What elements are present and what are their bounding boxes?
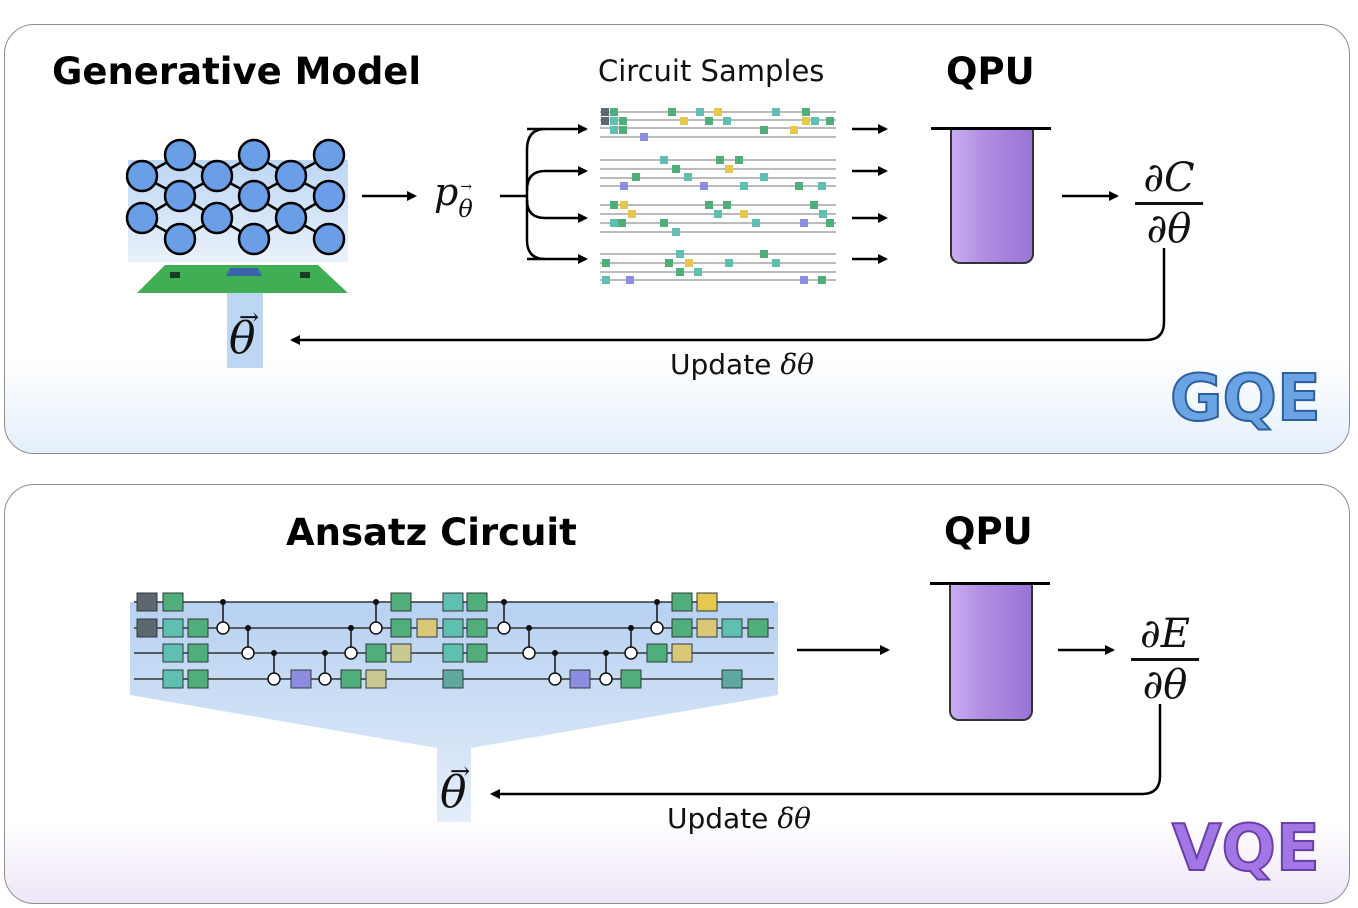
circuit-sample-4 [600,250,836,284]
chip-icon [137,265,348,293]
circuit-samples-label: Circuit Samples [598,54,825,88]
vqe-feedback-arrow [490,704,1162,799]
generative-model-title: Generative Model [52,50,422,93]
gqe-update-label: Update δθ [670,348,815,381]
sample-to-qpu-arrows [852,124,888,264]
vqe-qpu-icon [930,582,1050,722]
branch-arrows [500,124,588,264]
circuit-sample-1 [600,108,836,141]
vqe-derivative: ∂E∂θ [1131,614,1199,705]
theta-highlight [227,292,263,368]
vqe-theta-vector: →θ [440,757,471,818]
cnot-targets [216,621,664,686]
gqe-theta-vector: →θ [229,303,260,364]
gqe-derivative: ∂C∂θ [1135,158,1203,249]
vqe-qpu-label: QPU [944,510,1033,553]
vqe-brand: VQE [1171,811,1321,887]
neural-network-nodes [125,138,346,256]
ansatz-circuit-title: Ansatz Circuit [286,511,577,554]
ansatz-gates [136,592,769,689]
p-theta-symbol: p→θ [434,170,473,223]
control-dots [220,599,660,656]
ansatz-beam [130,602,778,822]
gqe-qpu-icon [931,127,1051,267]
gqe-brand: GQE [1169,361,1322,437]
gqe-qpu-label: QPU [946,50,1035,93]
circuit-sample-3 [600,201,836,236]
gqe-feedback-arrow [290,248,1166,345]
circuit-sample-2 [600,156,836,190]
vqe-update-label: Update δθ [667,802,812,835]
